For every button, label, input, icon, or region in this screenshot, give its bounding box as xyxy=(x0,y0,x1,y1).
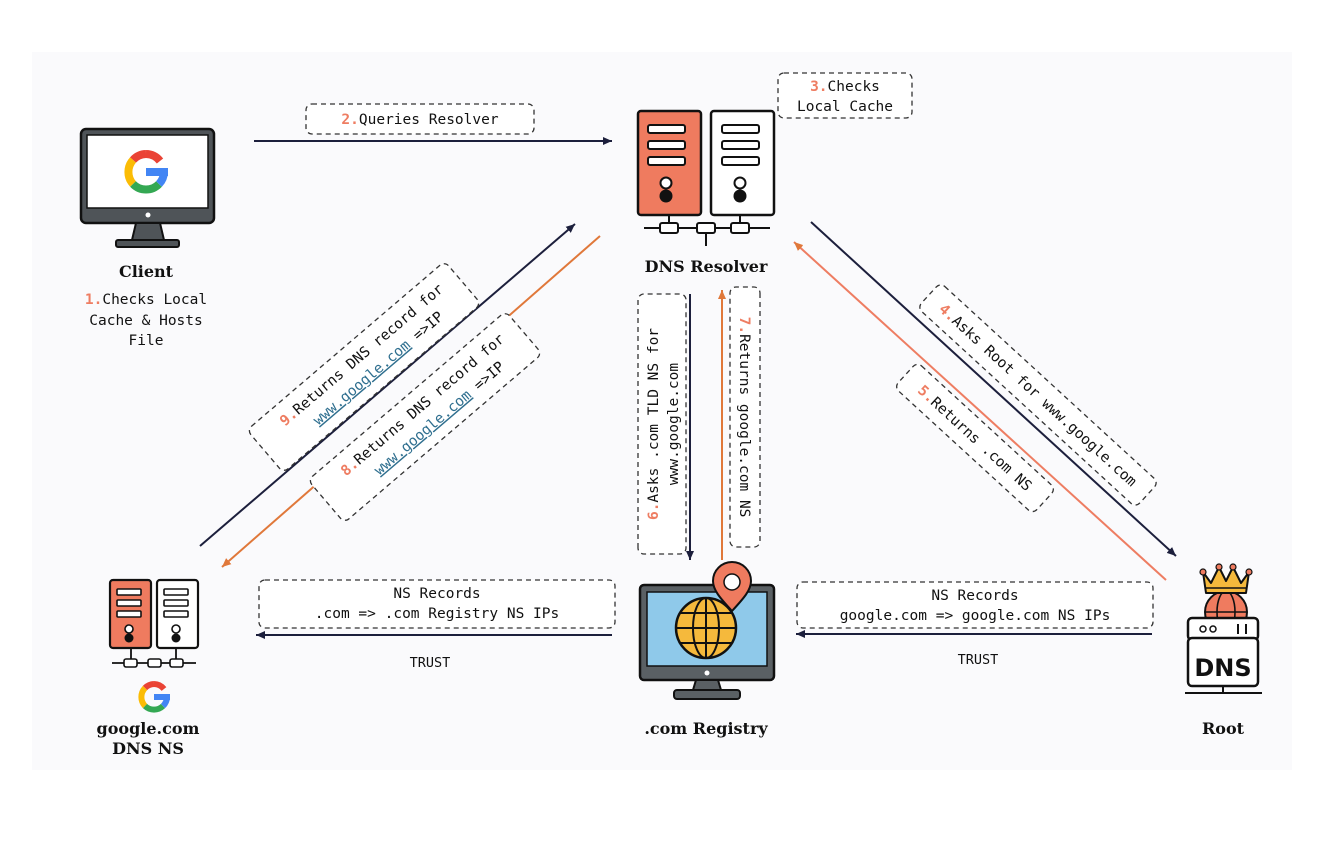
google-ns-label-line-2: DNS NS xyxy=(112,739,184,758)
step-3-number: 3. xyxy=(810,79,827,95)
step-6-label: 6.Asks .com TLD NS for www.google.com xyxy=(637,293,687,555)
step-3-text-line-2: Local Cache xyxy=(797,99,893,115)
step-7-number: 7. xyxy=(736,317,752,334)
dns-badge-text: DNS xyxy=(1194,654,1251,682)
client-note-text: Checks Local xyxy=(102,292,207,308)
svg-text:5.Returns .com NS: 5.Returns .com NS xyxy=(914,383,1034,495)
step-6-text-line-2: www.google.com xyxy=(666,363,682,485)
trust-right-line-2: google.com => google.com NS IPs xyxy=(840,608,1111,624)
location-pin-icon xyxy=(711,561,753,613)
client-note-line-3: File xyxy=(129,333,164,349)
google-ns-label-line-1: google.com xyxy=(97,719,200,738)
dns-resolver-label: DNS Resolver xyxy=(645,257,768,276)
step-2-label: 2.Queries Resolver xyxy=(305,103,535,135)
client-label: Client xyxy=(119,262,174,281)
dns-server-icon xyxy=(1185,616,1262,694)
globe-icon xyxy=(674,596,738,660)
root-node: DNS Root xyxy=(1185,563,1262,738)
step-3-text-line-1: Checks xyxy=(828,79,880,95)
client-note-number: 1. xyxy=(85,292,102,308)
trust-right-box: NS Records google.com => google.com NS I… xyxy=(796,581,1154,629)
google-logo-icon xyxy=(138,681,170,713)
svg-text:2.Queries Resolver: 2.Queries Resolver xyxy=(341,112,498,128)
server-pair-icon xyxy=(108,578,200,668)
trust-right-line-1: NS Records xyxy=(931,588,1018,604)
trust-left-caption: TRUST xyxy=(410,655,451,671)
step-3-label: 3.Checks Local Cache xyxy=(777,72,913,119)
step-2-text: Queries Resolver xyxy=(359,112,499,128)
svg-text:3.Checks: 3.Checks xyxy=(810,79,880,95)
trust-left-line-2: .com => .com Registry NS IPs xyxy=(315,606,559,622)
com-registry-node: .com Registry xyxy=(638,561,776,738)
arrow-resolver-to-root xyxy=(810,221,1177,557)
dns-resolver-node: DNS Resolver xyxy=(636,109,776,276)
arrow-google-ns-to-resolver xyxy=(199,223,576,547)
google-logo-icon xyxy=(124,150,168,194)
server-pair-icon xyxy=(636,109,776,246)
trust-left-line-1: NS Records xyxy=(393,586,480,602)
step-7-label: 7.Returns google.com NS xyxy=(729,286,761,548)
arrow-root-to-resolver xyxy=(793,241,1167,581)
client-node: Client 1.Checks Local Cache & Hosts File xyxy=(79,127,216,349)
step-6-number: 6. xyxy=(646,503,662,520)
step-2-number: 2. xyxy=(341,112,358,128)
client-note-line-2: Cache & Hosts xyxy=(89,313,203,329)
step-4-text: Asks Root for www.google.com xyxy=(948,313,1139,490)
client-note-line-1: 1.Checks Local xyxy=(85,292,207,308)
trust-left-box: NS Records .com => .com Registry NS IPs xyxy=(258,579,616,629)
root-label: Root xyxy=(1202,719,1245,738)
step-6-text-line-1: Asks .com TLD NS for xyxy=(646,328,662,503)
svg-text:7.Returns google.com NS: 7.Returns google.com NS xyxy=(736,317,752,518)
com-registry-label: .com Registry xyxy=(644,719,768,738)
google-dns-ns-node: google.com DNS NS xyxy=(97,578,200,758)
svg-text:6.Asks .com TLD NS for: 6.Asks .com TLD NS for xyxy=(646,328,662,520)
step-7-text: Returns google.com NS xyxy=(736,334,752,517)
trust-right-caption: TRUST xyxy=(958,652,999,668)
